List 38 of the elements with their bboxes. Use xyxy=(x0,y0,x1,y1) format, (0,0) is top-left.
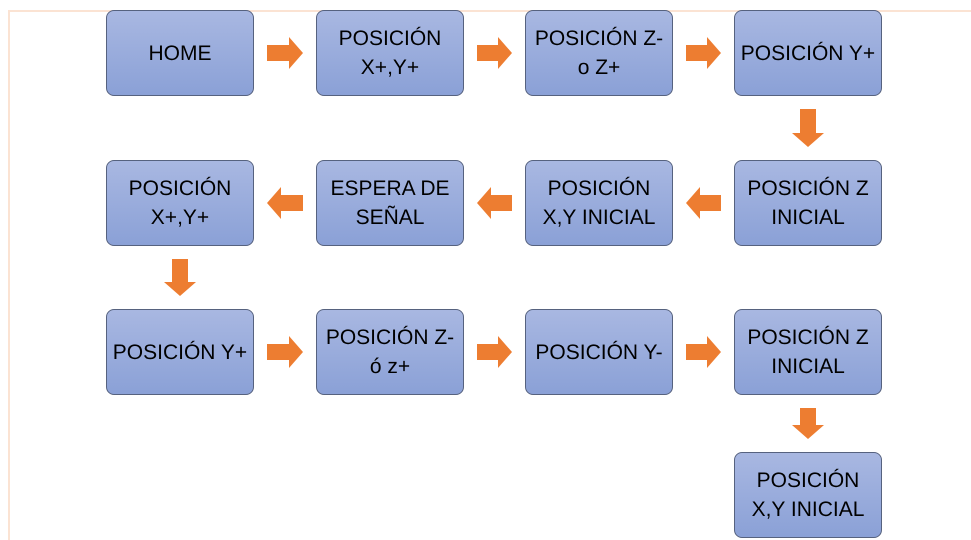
box-label: POSICIÓN X+,Y+ xyxy=(338,26,442,81)
block-arrow xyxy=(164,259,196,296)
box-label: POSICIÓN Z- o Z+ xyxy=(534,26,664,81)
block-arrow xyxy=(792,408,824,439)
process-box xyxy=(106,160,254,246)
process-box xyxy=(525,309,673,395)
process-box xyxy=(106,10,254,96)
block-arrow xyxy=(686,336,721,368)
block-arrow xyxy=(267,187,303,219)
box-label: POSICIÓN Y+ xyxy=(112,340,248,366)
block-arrow xyxy=(477,187,512,219)
process-box xyxy=(734,10,882,96)
block-arrow xyxy=(267,336,303,368)
box-label: POSICIÓN Z INICIAL xyxy=(746,324,870,380)
process-box xyxy=(316,10,464,96)
block-arrow xyxy=(267,37,303,69)
process-box xyxy=(106,309,254,395)
process-box xyxy=(734,309,882,395)
process-box xyxy=(525,10,673,96)
block-arrow xyxy=(477,37,512,69)
process-box xyxy=(734,160,882,246)
block-arrow xyxy=(686,187,721,219)
process-box xyxy=(316,309,464,395)
box-label: POSICIÓN Y+ xyxy=(740,40,876,66)
process-box xyxy=(316,160,464,246)
block-arrow xyxy=(686,37,721,69)
box-label: POSICIÓN X,Y INICIAL xyxy=(750,468,866,523)
box-label: POSICIÓN Z- ó z+ xyxy=(324,324,456,380)
box-label: POSICIÓN Z INICIAL xyxy=(746,176,870,231)
box-label: POSICIÓN X,Y INICIAL xyxy=(542,176,656,231)
block-arrow xyxy=(477,336,512,368)
box-label: HOME xyxy=(148,40,212,66)
block-arrow xyxy=(792,109,824,147)
box-label: POSICIÓN Y- xyxy=(535,340,663,366)
box-label: POSICIÓN X+,Y+ xyxy=(128,176,232,231)
process-box xyxy=(525,160,673,246)
process-box xyxy=(734,452,882,538)
box-label: ESPERA DE SEÑAL xyxy=(329,176,451,231)
